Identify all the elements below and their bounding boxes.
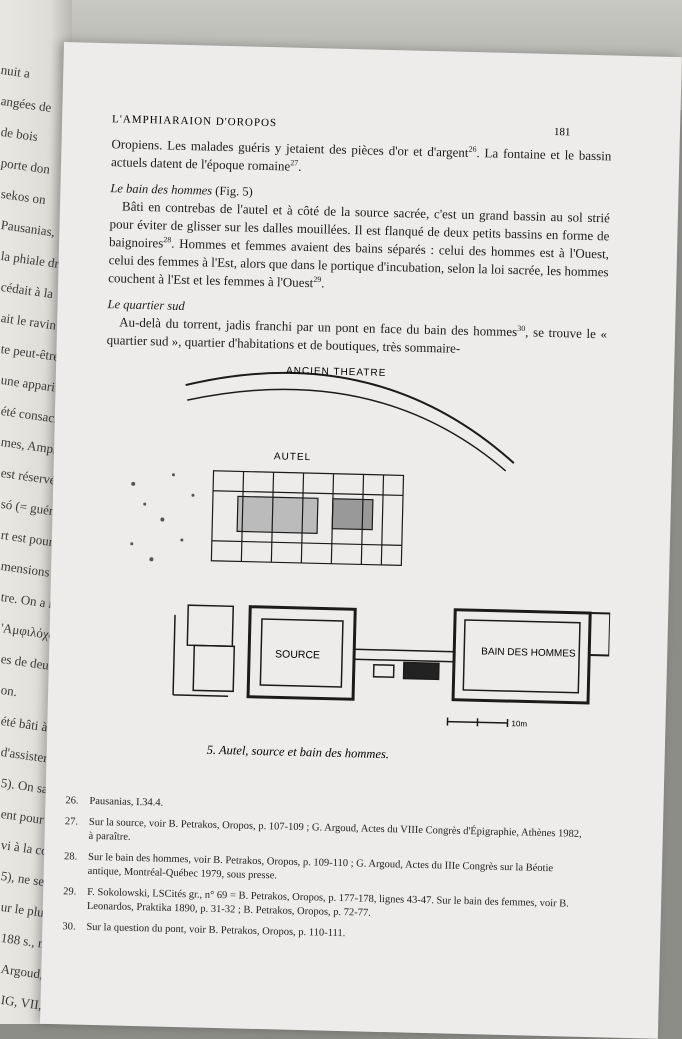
footnote-number: 30.	[62, 920, 86, 935]
footnote-number: 29.	[63, 885, 88, 914]
right-page: L'AMPHIARAION D'OROPOS 181 Oropiens. Les…	[40, 42, 682, 1039]
left-page-fragment: ait le ravin	[0, 310, 57, 334]
footnote-text: F. Sokolowski, LSCités gr., n° 69 = B. P…	[87, 886, 584, 926]
left-page-fragment: cédait à la	[0, 279, 54, 302]
altar-debris	[129, 472, 195, 562]
footnote-number: 27.	[64, 815, 89, 844]
main-text: Oropiens. Les malades guéris y jetaient …	[107, 135, 612, 361]
left-page-fragment: angées de	[0, 93, 52, 116]
footnote-text: Pausanias, I.34.4.	[89, 795, 163, 811]
footnote: 27.Sur la source, voir B. Petrakos, Orop…	[64, 815, 585, 856]
footnote-text: Sur la question du pont, voir B. Petrako…	[86, 921, 345, 941]
footnote-number: 26.	[65, 794, 89, 809]
page-number: 181	[554, 126, 571, 138]
left-page-fragment: on.	[0, 682, 18, 700]
footnote: 28.Sur le bain des hommes, voir B. Petra…	[64, 850, 585, 891]
left-page-fragment: est réservé	[0, 465, 57, 489]
label-bain: BAIN DES HOMMES	[481, 646, 576, 659]
altar-structure	[211, 471, 403, 566]
left-page-fragment: de bois	[0, 124, 39, 145]
left-page-fragment: te peut-être	[0, 341, 60, 365]
scale-label: 10m	[511, 719, 527, 728]
left-page-fragment: porte don	[0, 155, 51, 178]
conduit	[354, 649, 455, 679]
paragraph-intro: Oropiens. Les malades guéris y jetaient …	[111, 135, 612, 183]
label-autel: AUTEL	[274, 451, 311, 463]
left-page-fragment: la phiale dr	[0, 248, 60, 272]
running-head: L'AMPHIARAION D'OROPOS	[112, 113, 277, 129]
left-page-fragment: sekos on	[0, 186, 47, 208]
site-plan-figure: ANCIEN THEATRE AUTEL SOURCE	[67, 342, 616, 745]
footnote: 29.F. Sokolowski, LSCités gr., n° 69 = B…	[63, 885, 584, 926]
figure-caption: 5. Autel, source et bain des hommes.	[207, 743, 390, 762]
left-page-fragment: Pausanias,	[0, 217, 56, 240]
scale-bar	[447, 718, 507, 727]
theatre-arc-inner	[186, 387, 508, 471]
paragraph-bain: Bâti en contrebas de l'autel et à côté d…	[108, 197, 610, 299]
left-page-fragment: nuit a	[0, 62, 31, 82]
west-walls	[173, 605, 235, 696]
footnotes: 26.Pausanias, I.34.4.27.Sur la source, v…	[62, 794, 585, 954]
footnote-number: 28.	[64, 850, 89, 879]
footnote-text: Sur la source, voir B. Petrakos, Oropos,…	[88, 816, 585, 856]
theatre-arc	[184, 370, 516, 463]
footnote-text: Sur le bain des hommes, voir B. Petrakos…	[88, 851, 585, 891]
label-source: SOURCE	[275, 648, 320, 661]
footnote: 30.Sur la question du pont, voir B. Petr…	[62, 920, 582, 947]
label-theatre: ANCIEN THEATRE	[286, 366, 387, 379]
